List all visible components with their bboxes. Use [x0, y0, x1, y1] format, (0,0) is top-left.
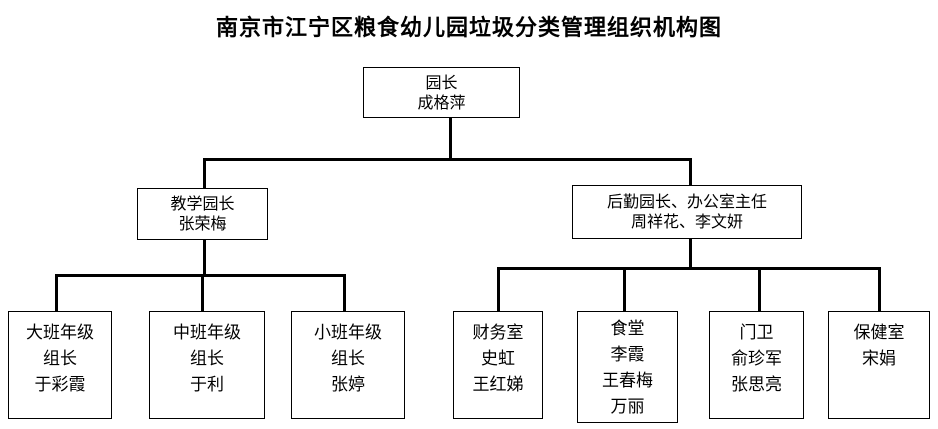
logistics-director-box: 后勤园长、办公室主任 周祥花、李文妍	[572, 185, 802, 239]
connector-to-canteen	[623, 267, 626, 312]
canteen-line-2: 李霞	[610, 345, 645, 365]
root-box: 园长 成格萍	[363, 67, 520, 118]
teaching-director-name: 张荣梅	[178, 214, 227, 233]
gate-box: 门卫 俞珍军 张思亮	[709, 311, 804, 419]
grade-small-line-3: 张婷	[331, 375, 365, 395]
finance-office-line-1: 财务室	[472, 323, 524, 343]
connector-to-teaching	[203, 158, 206, 189]
gate-line-3: 张思亮	[731, 375, 782, 395]
grade-big-line-1: 大班年级	[26, 323, 94, 343]
teaching-director-role: 教学园长	[170, 194, 235, 213]
finance-office-line-2: 史虹	[481, 349, 515, 369]
connector-to-grade-big	[55, 274, 58, 312]
root-role: 园长	[425, 72, 458, 92]
connector-to-clinic	[878, 267, 881, 312]
clinic-box: 保健室 宋娟	[828, 311, 930, 419]
grade-mid-line-3: 于利	[190, 375, 224, 395]
grade-small-line-2: 组长	[331, 349, 365, 369]
clinic-line-2: 宋娟	[862, 349, 896, 369]
canteen-line-3: 王春梅	[602, 371, 653, 391]
finance-office-line-3: 王红娣	[472, 375, 524, 395]
canteen-line-4: 万丽	[610, 397, 645, 417]
connector-root-down	[449, 117, 452, 160]
connector-to-grade-small	[343, 274, 346, 312]
grade-mid-line-2: 组长	[190, 349, 224, 369]
canteen-box: 食堂 李霞 王春梅 万丽	[577, 311, 678, 423]
gate-line-1: 门卫	[739, 323, 774, 343]
connector-logistics-bus	[497, 267, 881, 270]
finance-office-box: 财务室 史虹 王红娣	[453, 311, 543, 419]
grade-big-box: 大班年级 组长 于彩霞	[8, 311, 112, 419]
grade-mid-box: 中班年级 组长 于利	[149, 311, 265, 419]
chart-title: 南京市江宁区粮食幼儿园垃圾分类管理组织机构图	[215, 15, 722, 41]
connector-logistics-down	[689, 238, 692, 269]
connector-level1-bus	[203, 158, 691, 161]
grade-mid-line-1: 中班年级	[173, 323, 241, 343]
connector-to-logistics	[689, 158, 692, 186]
teaching-director-box: 教学园长 张荣梅	[137, 188, 268, 240]
grade-small-box: 小班年级 组长 张婷	[291, 311, 405, 419]
connector-teaching-down	[203, 239, 206, 276]
grade-big-line-3: 于彩霞	[34, 375, 86, 395]
gate-line-2: 俞珍军	[731, 349, 782, 369]
grade-big-line-2: 组长	[43, 349, 77, 369]
connector-to-gate	[758, 267, 761, 312]
logistics-director-role: 后勤园长、办公室主任	[606, 192, 767, 211]
grade-small-line-1: 小班年级	[314, 323, 382, 343]
connector-to-grade-mid	[201, 274, 204, 312]
canteen-line-1: 食堂	[610, 319, 645, 339]
connector-teaching-bus	[55, 274, 346, 277]
clinic-line-1: 保健室	[853, 323, 905, 343]
connector-to-finance	[497, 267, 500, 312]
logistics-director-names: 周祥花、李文妍	[630, 212, 743, 231]
root-name: 成格萍	[417, 92, 466, 112]
